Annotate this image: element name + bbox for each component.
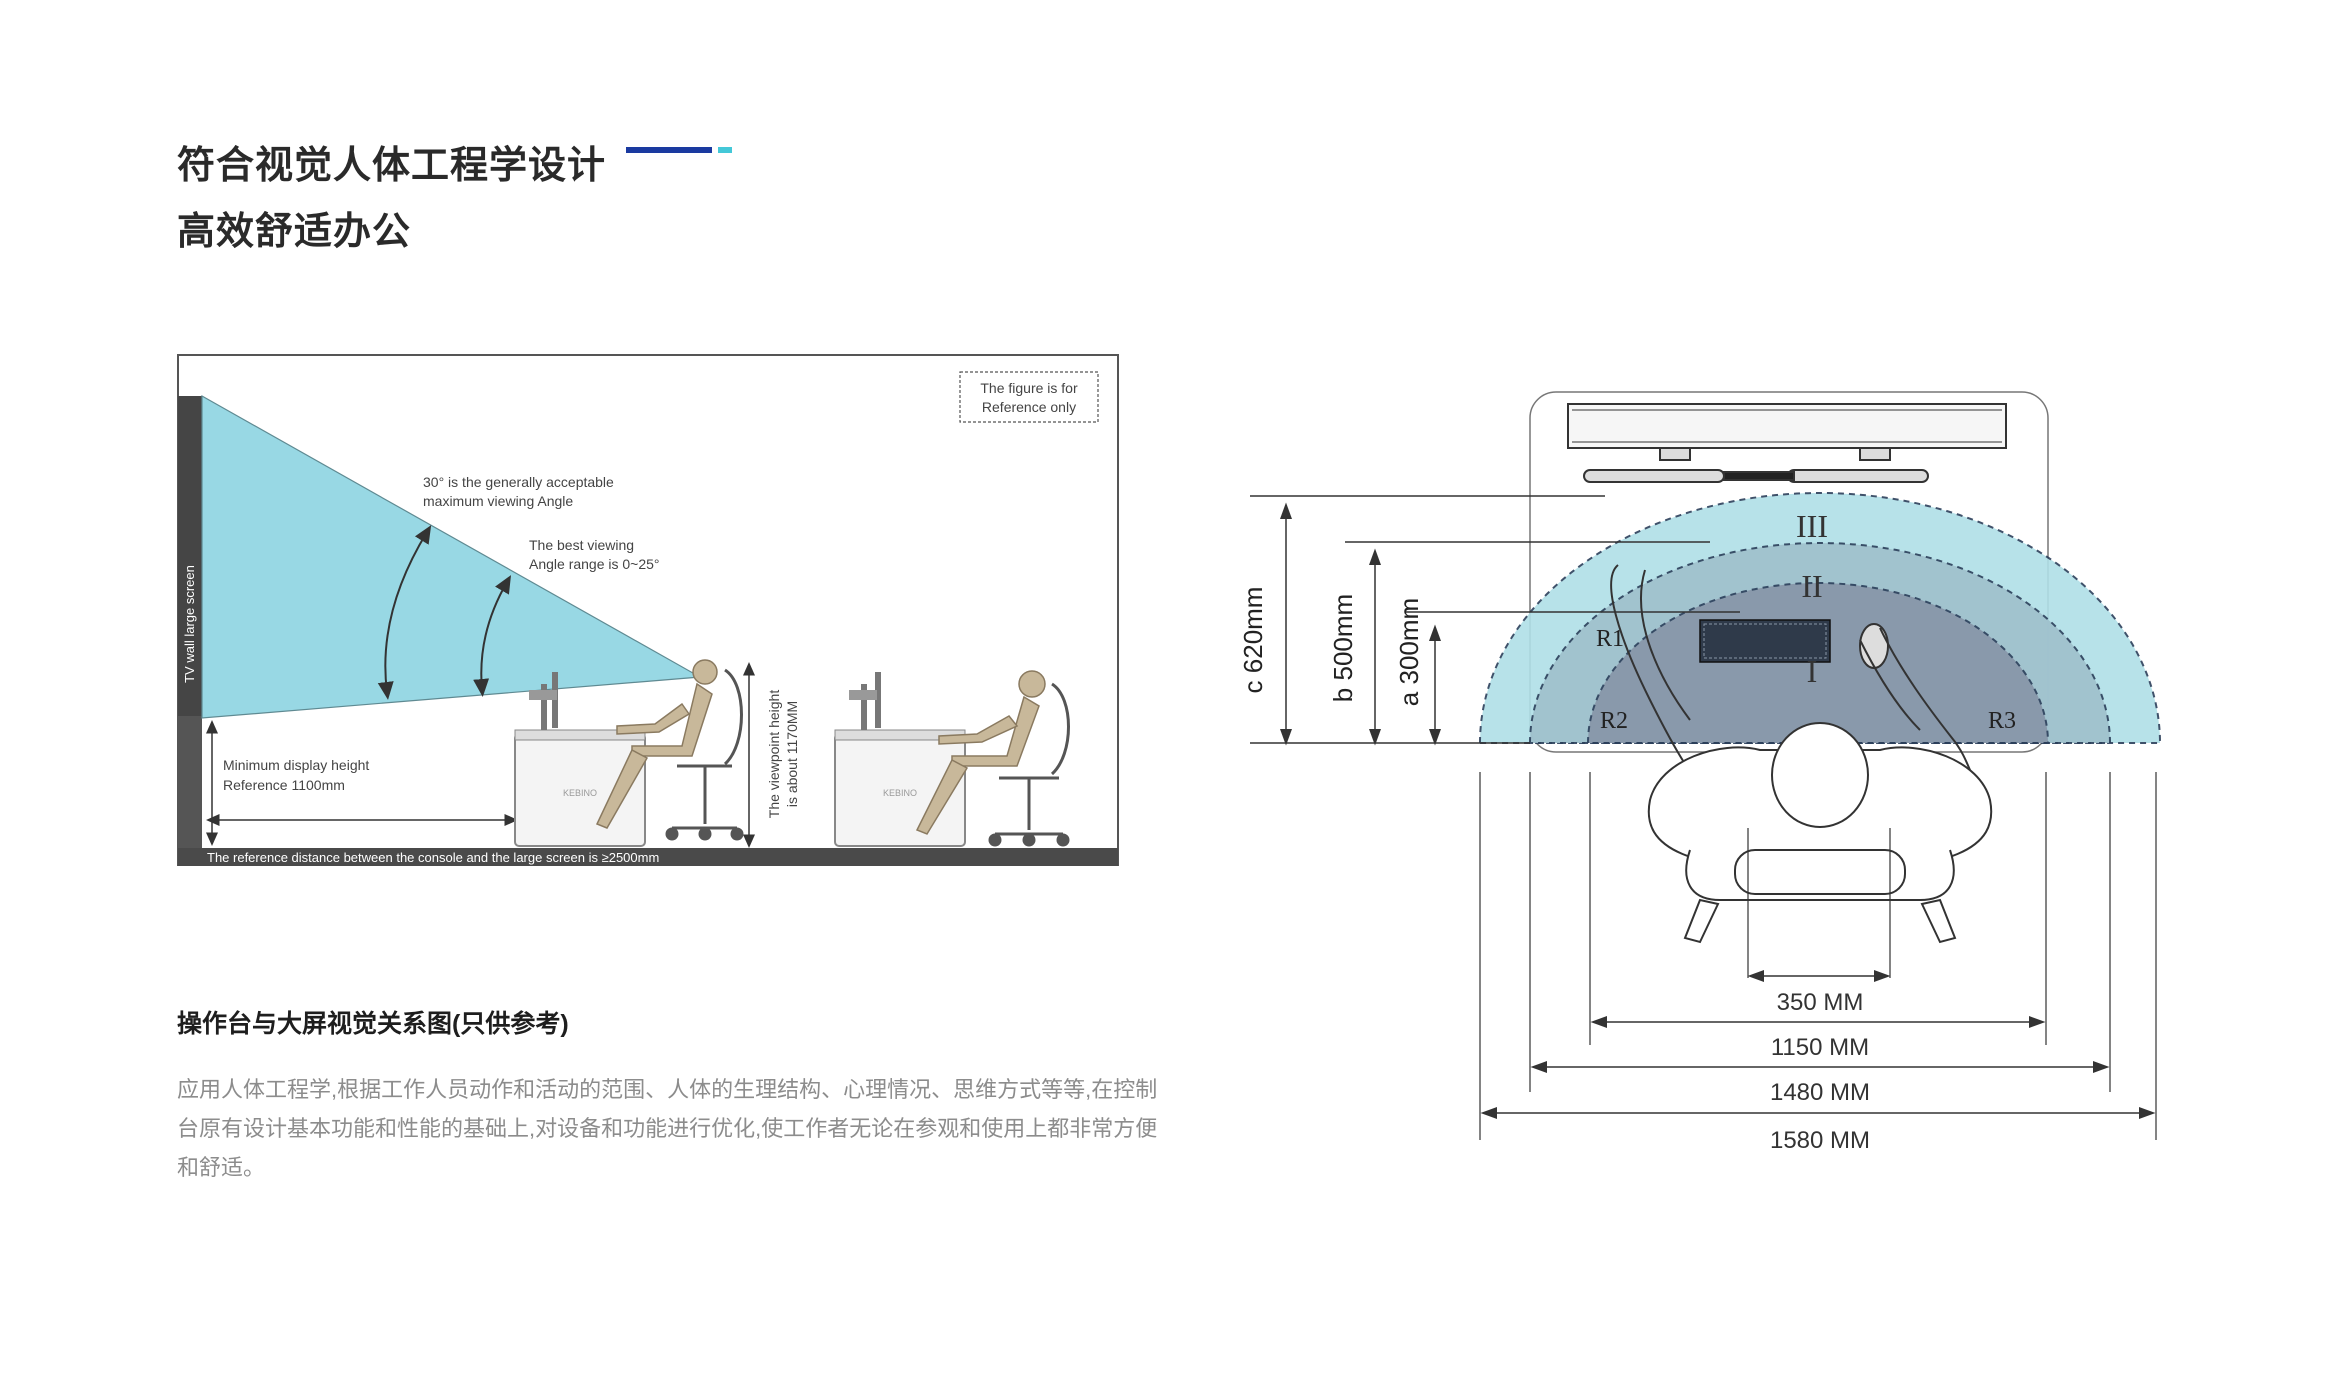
viewpoint-line-2: is about 1170MM bbox=[784, 701, 800, 807]
diagram-caption: 操作台与大屏视觉关系图(只供参考) bbox=[177, 1010, 569, 1038]
min-height-line-1: Minimum display height bbox=[223, 757, 369, 773]
depth-label-b: b 500mm bbox=[1328, 594, 1358, 702]
min-height-line-2: Reference 1100mm bbox=[223, 777, 345, 793]
seated-person-2 bbox=[915, 670, 1046, 835]
note-line-1: The figure is for bbox=[980, 380, 1078, 396]
operator-body bbox=[1647, 722, 1993, 874]
ground bbox=[178, 848, 1118, 866]
note-line-2: Reference only bbox=[982, 399, 1076, 415]
radius-label-R1: R1 bbox=[1596, 626, 1624, 652]
depth-label-c: c 620mm bbox=[1240, 587, 1268, 694]
zone-label-III: III bbox=[1796, 508, 1828, 544]
best-angle-line-2: Angle range is 0~25° bbox=[529, 556, 660, 572]
screen-label: TV wall large screen bbox=[182, 565, 197, 683]
side-view-diagram: TV wall large screen The figure is for R… bbox=[177, 354, 1119, 866]
operator-chair bbox=[1683, 849, 1957, 944]
angle-30-arc bbox=[377, 525, 432, 700]
width-label-1150: 1150 MM bbox=[1771, 1034, 1869, 1061]
radius-label-R2: R2 bbox=[1600, 708, 1628, 734]
best-angle-line-1: The best viewing bbox=[529, 537, 634, 553]
page-title: 符合视觉人体工程学设计 bbox=[177, 145, 607, 187]
width-label-350: 350 MM bbox=[1777, 989, 1864, 1016]
radius-label-R3: R3 bbox=[1988, 708, 2016, 734]
sight-cone bbox=[201, 394, 702, 719]
brand-logo-2: KEBINO bbox=[883, 788, 917, 798]
mouse bbox=[1859, 623, 1889, 669]
page-subtitle: 高效舒适办公 bbox=[177, 211, 412, 253]
depth-label-a: a 300mm bbox=[1394, 598, 1424, 706]
zone-label-I: I bbox=[1807, 653, 1818, 689]
monitor-arms bbox=[1583, 447, 1929, 483]
distance-label: The reference distance between the conso… bbox=[207, 850, 659, 865]
accent-bar-cyan bbox=[718, 147, 732, 153]
diagram-description: 应用人体工程学,根据工作人员动作和活动的范围、人体的生理结构、心理情况、思维方式… bbox=[177, 1077, 1158, 1180]
accent-bar-blue bbox=[626, 147, 712, 153]
angle30-line-1: 30° is the generally acceptable bbox=[423, 474, 614, 490]
plan-view-diagram: III II I R1 R2 R3 c 620mm b 500mm a 300m… bbox=[1240, 380, 2180, 1160]
zone-label-II: II bbox=[1801, 568, 1822, 604]
monitor-bar bbox=[1567, 403, 2007, 449]
width-label-1580: 1580 MM bbox=[1770, 1127, 1870, 1154]
keyboard bbox=[1699, 619, 1831, 663]
best-angle-arc bbox=[473, 575, 511, 697]
chair-1 bbox=[665, 668, 744, 841]
note-box bbox=[959, 371, 1099, 423]
width-label-1480: 1480 MM bbox=[1770, 1079, 1870, 1106]
angle30-line-2: maximum viewing Angle bbox=[423, 493, 573, 509]
viewpoint-line-1: The viewpoint height bbox=[766, 690, 782, 819]
seated-person-1 bbox=[595, 659, 718, 829]
chair-2 bbox=[988, 682, 1070, 847]
brand-logo-1: KEBINO bbox=[563, 788, 597, 798]
